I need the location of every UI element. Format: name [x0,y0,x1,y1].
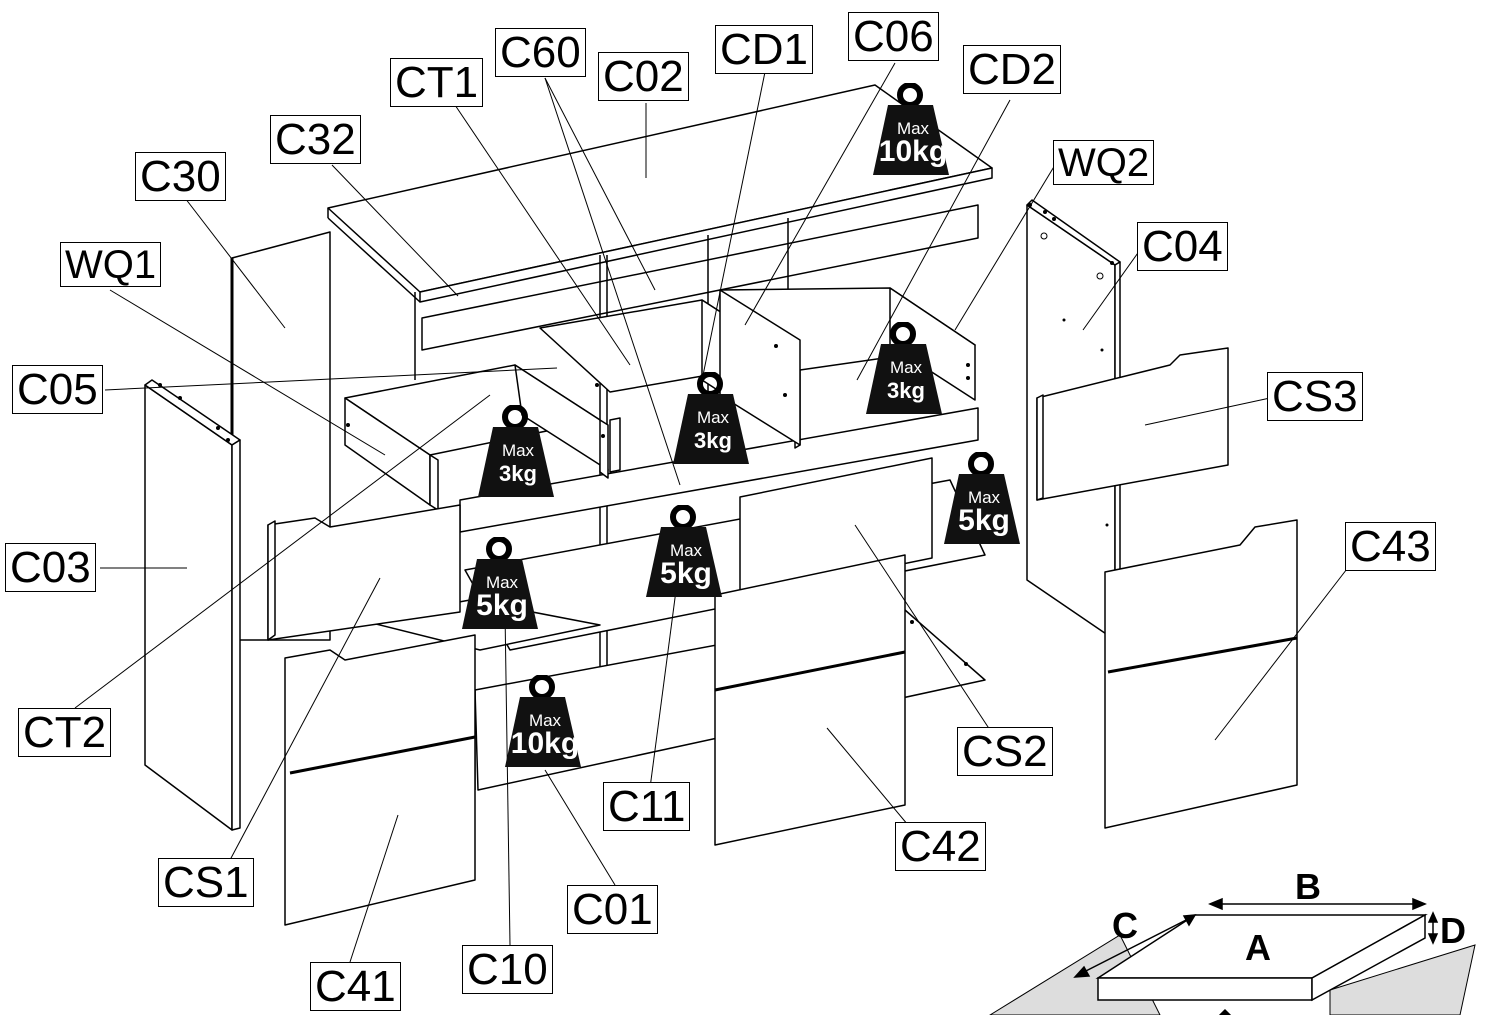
dimension-key-sketch [988,897,1476,1016]
weight-value: 10kg [878,135,948,168]
weight-max-text: Max [485,573,519,592]
weight-limit-drawer-mid: Max 3kg [673,372,753,464]
label-cs3: CS3 [1267,372,1363,421]
label-ct2: CT2 [18,708,112,757]
weight-icon [505,675,581,767]
label-cs2: CS2 [957,727,1053,776]
label-wq2: WQ2 [1053,140,1155,185]
weight-value: 5kg [476,589,528,622]
weight-max-text: Max [528,711,562,730]
label-c41: C41 [310,962,401,1011]
label-c05: C05 [12,365,103,414]
weight-value: 3kg [887,378,925,403]
label-wq1: WQ1 [60,242,162,287]
label-cs1: CS1 [158,858,254,907]
door-center [714,554,906,846]
label-c02: C02 [598,52,689,101]
label-c30: C30 [135,152,226,201]
dimension-label-d: D [1440,910,1466,951]
weight-limit-top: Max 10kg [873,83,953,175]
label-c60: C60 [495,28,586,77]
weight-icon [673,372,749,464]
label-ct1: CT1 [390,58,484,107]
weight-icon [478,405,554,497]
weight-max-text: Max [501,441,535,460]
weight-max-text: Max [696,408,730,427]
label-cd1: CD1 [715,25,814,74]
label-c10: C10 [462,945,553,994]
left-side-panel [144,384,233,831]
weight-max-text: Max [889,358,923,377]
weight-value: 3kg [499,461,537,486]
label-c42: C42 [895,822,986,871]
dimension-label-a: A [1245,927,1271,968]
weight-limit-bottom: Max 10kg [505,675,585,767]
label-c11: C11 [603,782,691,831]
dimension-label-b: B [1295,866,1321,907]
weight-icon [462,537,538,629]
weight-value: 3kg [694,428,732,453]
weight-limit-shelf-right: Max 5kg [944,452,1024,544]
weight-max-text: Max [669,541,703,560]
label-cd2: CD2 [963,45,1062,94]
dimension-label-c: C [1112,905,1138,946]
weight-value: 10kg [510,727,580,760]
weight-value: 5kg [958,504,1010,537]
weight-icon [873,83,949,175]
weight-limit-drawer-right: Max 3kg [866,322,946,414]
weight-limit-shelf-mid: Max 5kg [646,505,726,597]
weight-limit-shelf-left: Max 5kg [462,537,542,629]
weight-max-text: Max [896,119,930,138]
door-right [1104,519,1298,829]
label-c43: C43 [1345,522,1436,571]
weight-icon [866,322,942,414]
weight-limit-drawer-left: Max 3kg [478,405,558,497]
weight-icon [646,505,722,597]
label-c04: C04 [1137,222,1228,271]
weight-icon [944,452,1020,544]
label-c32: C32 [270,115,361,164]
weight-max-text: Max [967,488,1001,507]
label-c06: C06 [848,12,939,61]
label-c03: C03 [5,543,96,592]
weight-value: 5kg [660,557,712,590]
door-left [284,634,476,926]
label-c01: C01 [567,885,658,934]
